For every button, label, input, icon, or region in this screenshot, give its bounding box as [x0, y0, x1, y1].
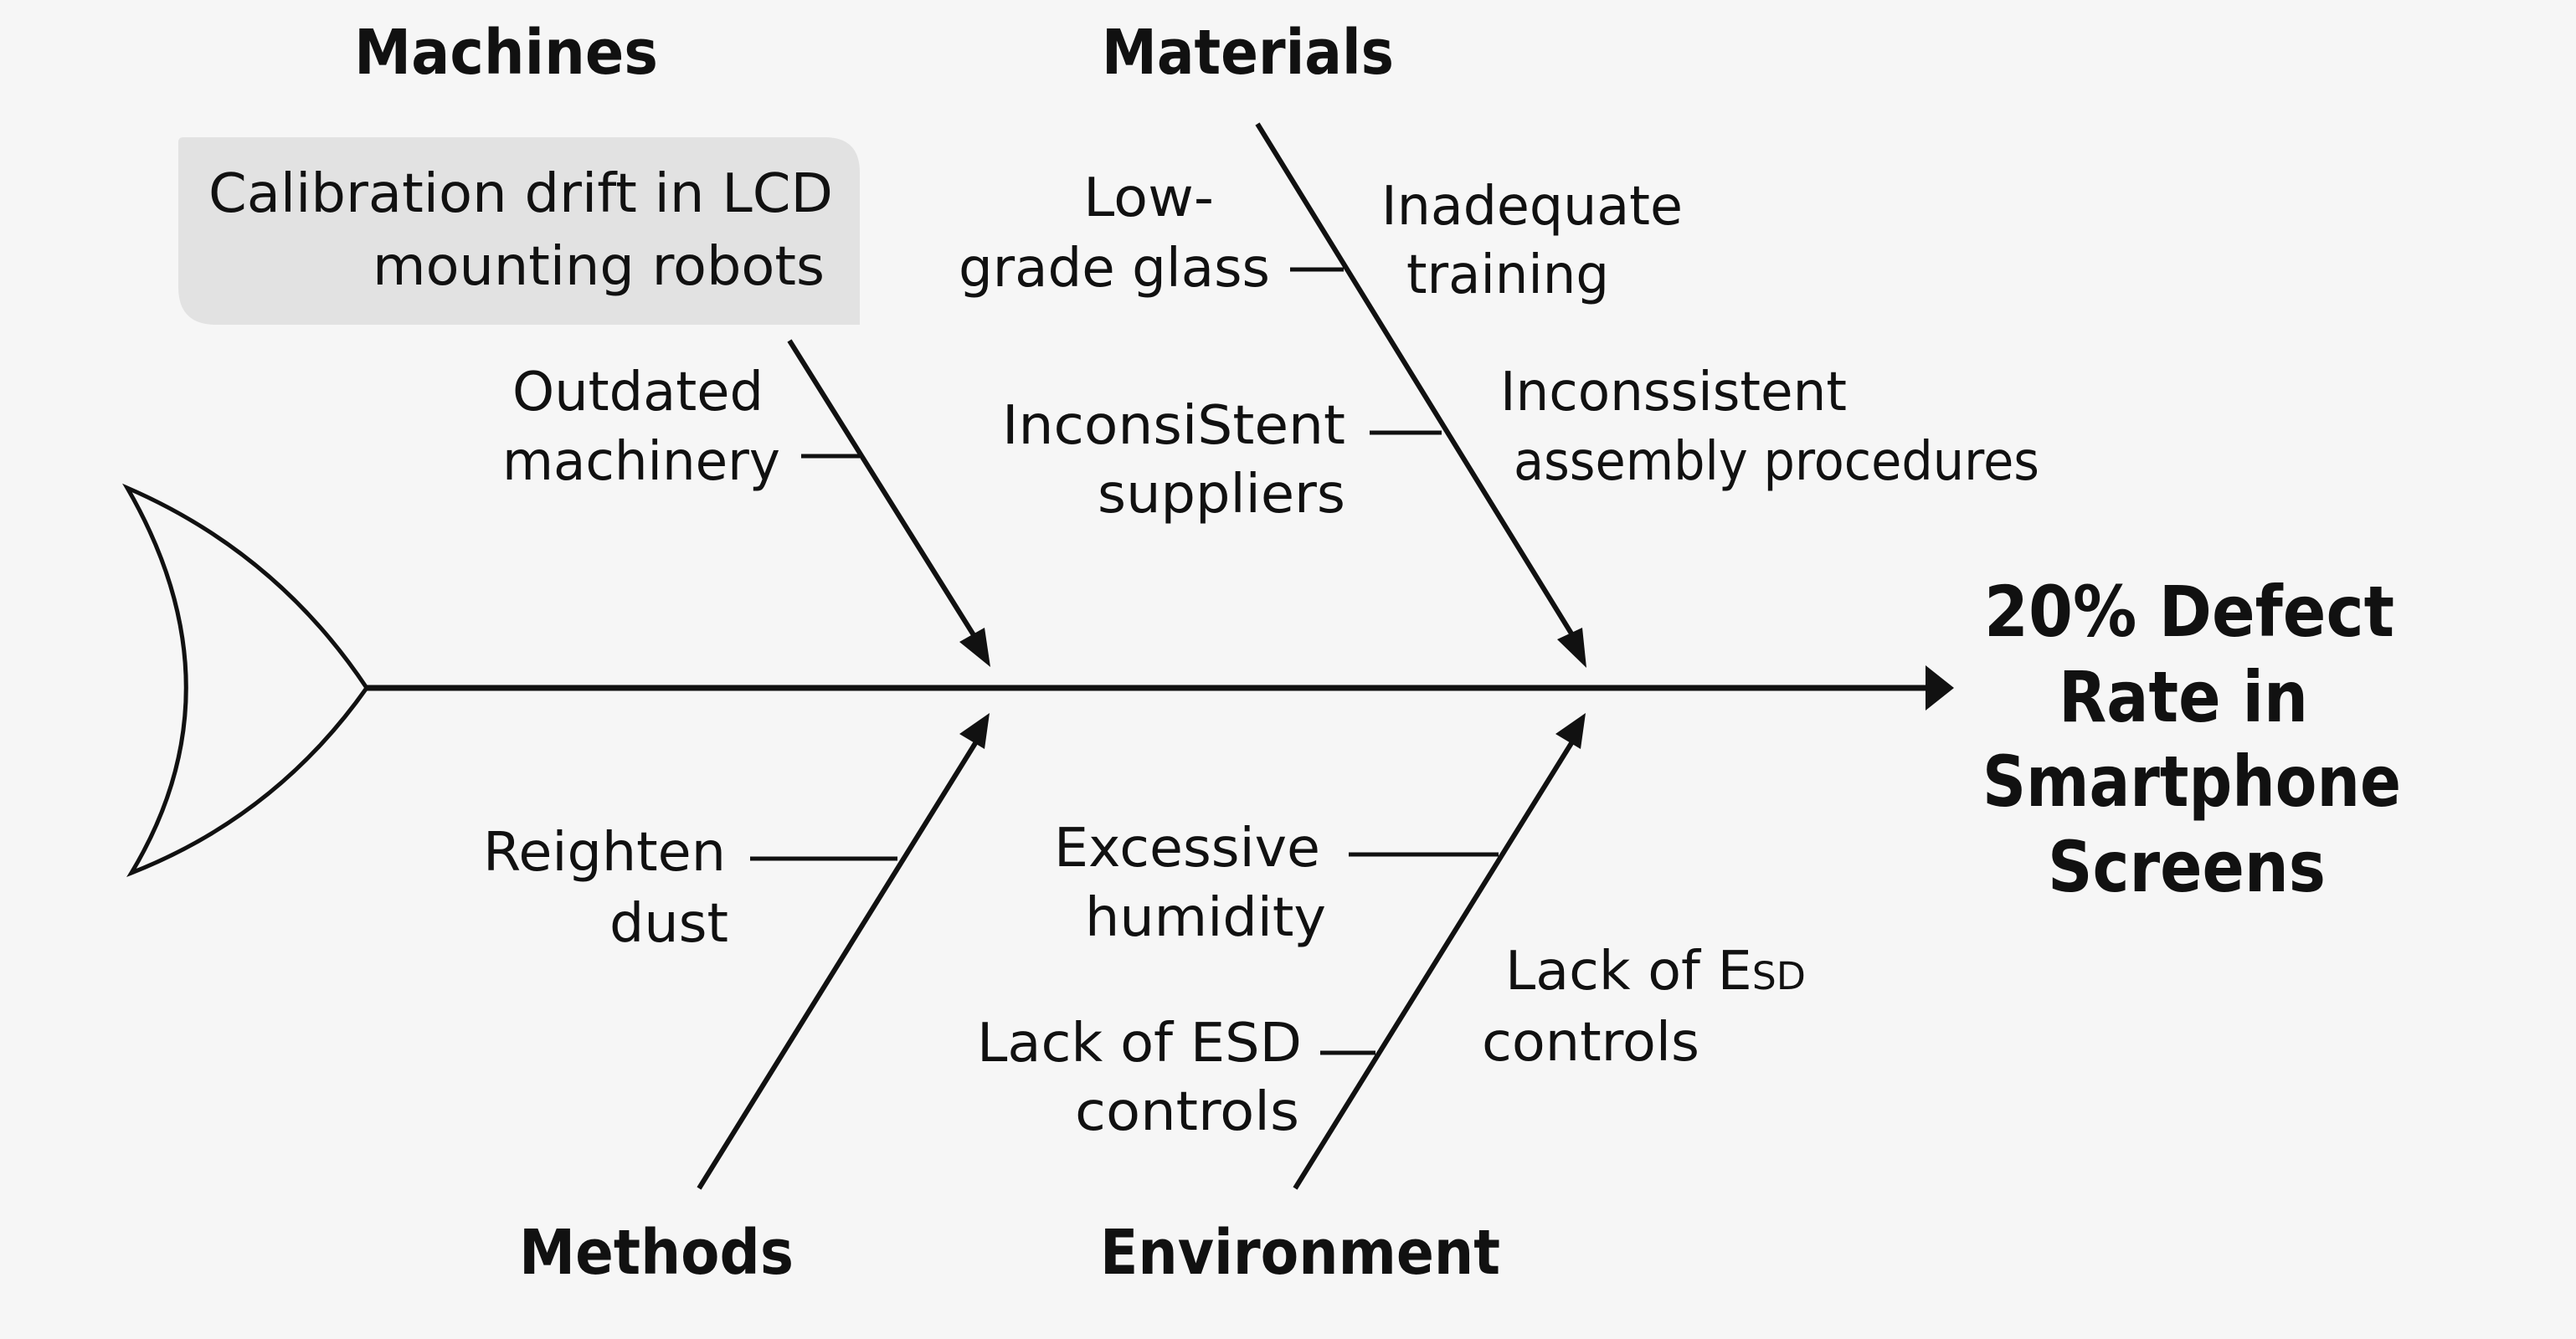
note-inadequate-training-line-1: Inadequate [1381, 176, 1683, 238]
note-lack-of-esd-line-1: Lack of Esd [1505, 941, 1806, 1003]
effect-line-4: Screens [2048, 826, 2326, 908]
cause-reighten-dust-line-2: dust [609, 893, 728, 955]
note-inconsistent-procedures-line-2: assembly procedures [1514, 431, 2039, 493]
effect-label: 20% Defect Rate in Smartphone Screens [1982, 571, 2401, 908]
bone-methods [697, 735, 982, 1190]
cause-lack-of-esd-line-2: controls [1075, 1081, 1299, 1143]
effect-line-3: Smartphone [1982, 741, 2401, 823]
note-lack-of-esd-line-2: controls [1482, 1012, 1699, 1074]
bone-methods-arrowhead [959, 713, 990, 749]
bone-materials-arrowhead [1557, 628, 1586, 668]
bone-environment [1293, 735, 1578, 1190]
cause-excessive-humidity-line-2: humidity [1085, 887, 1326, 949]
cause-excessive-humidity-line-1: Excessive [1054, 818, 1320, 880]
effect-line-1: 20% Defect [1984, 571, 2394, 653]
category-methods: Methods [519, 1217, 794, 1289]
note-inconsistent-procedures-line-1: Inconssistent [1500, 362, 1847, 423]
spine-arrowhead [1926, 665, 1954, 711]
cause-low-grade-glass-line-1: Low- [1083, 167, 1214, 229]
cause-inconsistent-suppliers-line-2: suppliers [1098, 464, 1345, 526]
fish-tail [122, 483, 370, 878]
note-lack-of-esd-smallcaps: sd [1752, 941, 1806, 1003]
cause-low-grade-glass-line-2: grade glass [959, 238, 1270, 300]
cause-outdated-line-2: machinery [502, 431, 780, 493]
bone-materials [1255, 122, 1581, 646]
note-lack-of-esd-prefix: Lack of E [1505, 941, 1752, 1003]
bone-environment-arrowhead [1555, 713, 1586, 749]
cause-outdated-line-1: Outdated [512, 362, 764, 423]
cause-inconsistent-suppliers-line-1: InconsiStent [1002, 395, 1345, 457]
cause-calibration-drift-line-2: mounting robots [373, 236, 825, 298]
cause-calibration-drift-line-1: Calibration drift in LCD [208, 163, 833, 225]
category-machines: Machines [354, 17, 658, 89]
cause-reighten-dust-line-1: Reighten [483, 822, 726, 884]
effect-line-2: Rate in [2059, 656, 2308, 738]
note-inadequate-training-line-2: training [1406, 244, 1609, 306]
cause-lack-of-esd-line-1: Lack of ESD [977, 1013, 1302, 1075]
highlighted-cause-box[interactable] [178, 137, 860, 325]
bone-machines-arrowhead [959, 628, 990, 667]
bone-machines [787, 339, 982, 646]
category-materials: Materials [1102, 17, 1394, 89]
category-environment: Environment [1100, 1217, 1500, 1289]
